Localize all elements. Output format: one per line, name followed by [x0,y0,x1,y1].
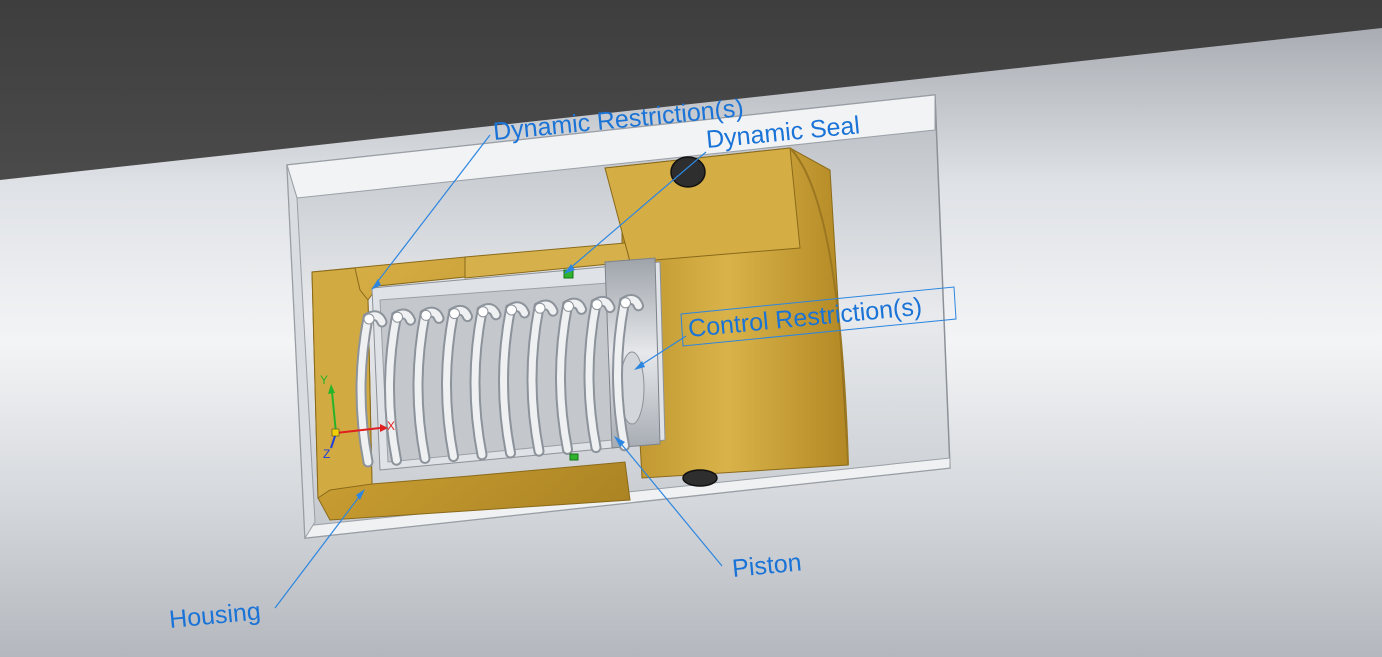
y-axis-label: Y [320,373,328,387]
leader-dynamic-restriction [374,134,491,286]
lower-o-ring [682,469,718,487]
leader-lines [274,134,723,609]
spring-coil-end [420,309,432,321]
spring-coil-end [620,297,631,309]
spring-coil [528,301,557,455]
z-axis-label: Z [323,447,330,461]
spring-coil-end [506,304,517,316]
leader-housing [274,492,363,609]
housing-end-wall [311,267,373,499]
spring-coil-end [363,313,375,325]
spring-coil [443,306,471,461]
spring-coil [614,296,642,450]
spring-coil [471,305,500,459]
spring-coil-end [449,308,460,320]
spring-coil-end [563,300,574,312]
spring-coil [357,312,386,466]
x-axis-arrow [335,427,381,434]
label-piston: Piston [731,548,803,583]
leader-dynamic-seal [567,151,707,271]
spring-coil-end [477,306,489,318]
spring-coil-end [534,302,546,314]
spring-coil [386,310,414,464]
control-restriction-box [680,286,957,347]
spring [355,294,644,468]
spring-coil-end [392,311,403,323]
leader-control-restriction [637,335,687,368]
spring-coil [585,297,614,452]
cutaway-left-wall [286,164,316,540]
seal-marker-bottom [569,453,579,461]
spring-coil [414,308,443,462]
spring-coil [500,303,528,457]
spring-coil [557,299,585,453]
leader-piston [617,439,723,567]
brass-cap-upper-face [604,147,801,263]
y-axis-arrow [331,391,337,434]
upper-o-ring [670,156,706,188]
coordinate-triad: X Y Z [320,373,395,461]
spring-coil-end [591,299,603,311]
x-axis-label: X [387,419,395,433]
